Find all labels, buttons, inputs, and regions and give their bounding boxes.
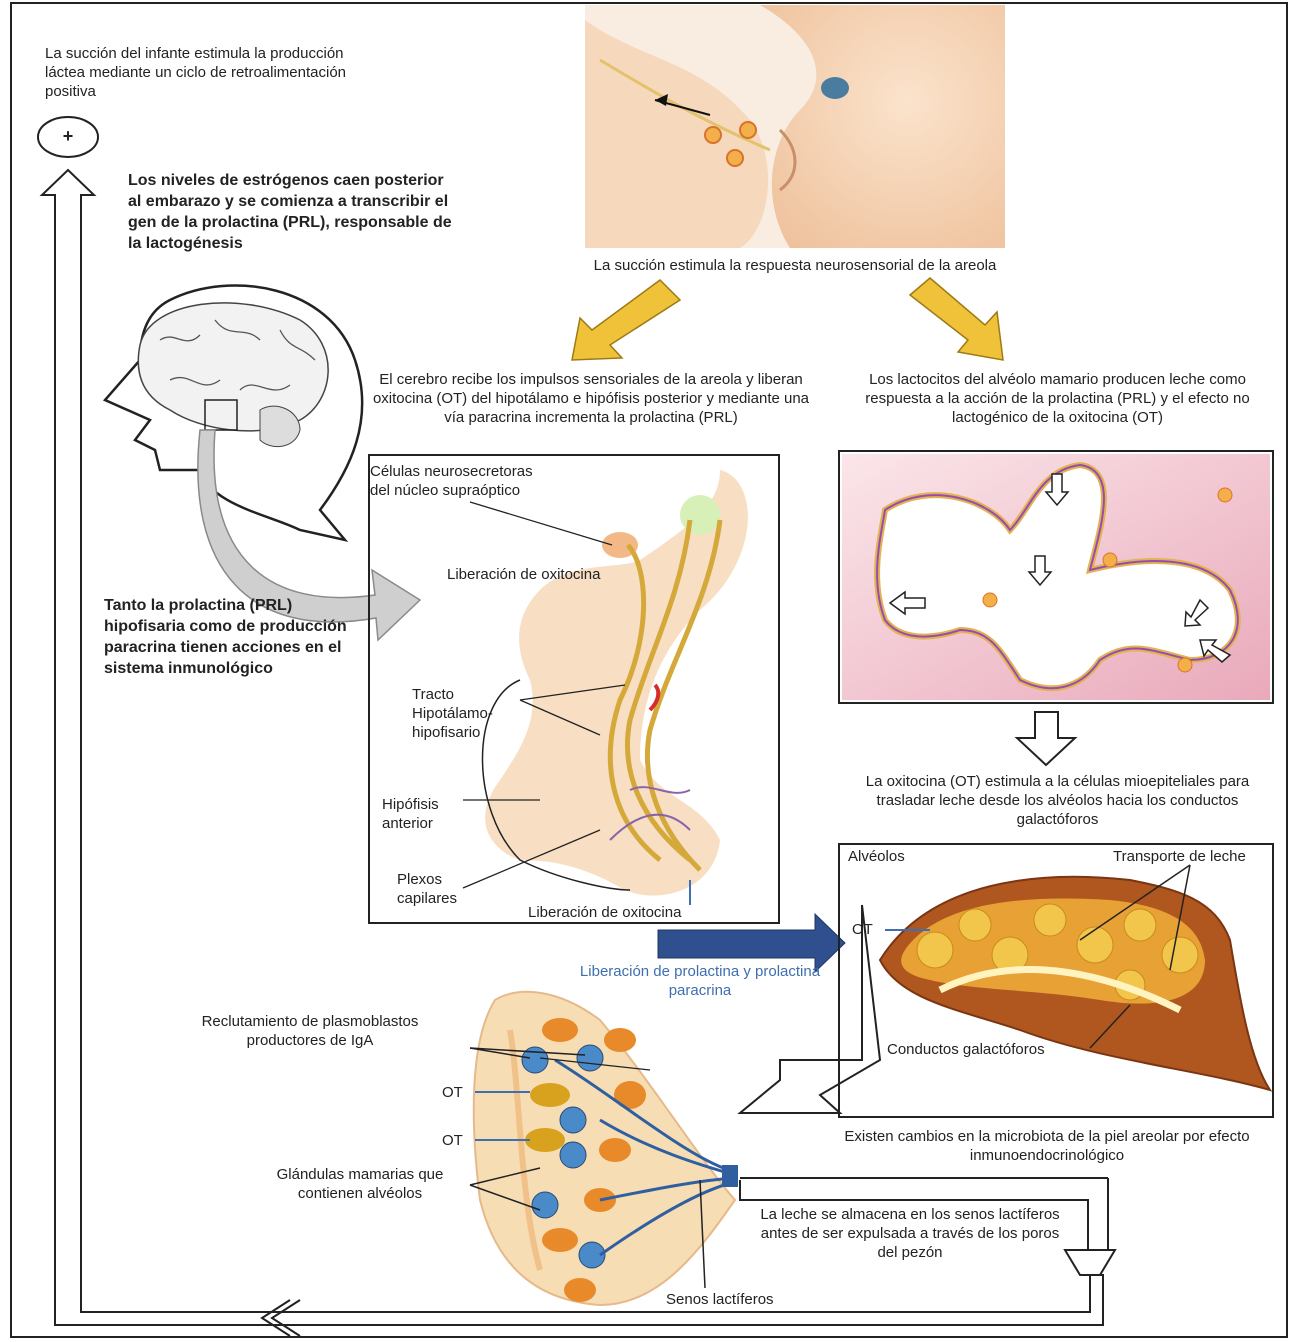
suction-caption: La succión estimula la respuesta neurose…: [505, 256, 1085, 275]
intro-text: La succión del infante estimula la produ…: [45, 44, 375, 101]
white-down-arrow: [1017, 712, 1075, 765]
alveoli-label: Alvéolos: [848, 847, 905, 866]
sinuses-label: Senos lactíferos: [666, 1290, 774, 1309]
storage-caption: La leche se almacena en los senos lactíf…: [750, 1205, 1070, 1262]
prolactin-release-label: Liberación de prolactina y prolactina pa…: [560, 962, 840, 1000]
head-brain-illustration: [105, 286, 362, 540]
ducts-label: Conductos galactóforos: [887, 1040, 1045, 1059]
plexus-label: Plexos capilares: [397, 870, 477, 908]
tract-label: Tracto Hipotálamo-hipofisario: [412, 685, 522, 742]
breast-ot-1: OT: [442, 1083, 463, 1102]
ot-caption: La oxitocina (OT) estimula a la células …: [845, 772, 1270, 829]
transport-label: Transporte de leche: [1113, 847, 1246, 866]
gland-ot-label: OT: [852, 920, 873, 939]
glands-label: Glándulas mamarias que contienen alvéolo…: [255, 1165, 465, 1203]
yellow-arrow-right: [910, 278, 1003, 360]
gland-panel: [838, 843, 1274, 1118]
oxytocin-release-bottom: Liberación de oxitocina: [528, 903, 681, 922]
immune-note: Tanto la prolactina (PRL) hipofisaria co…: [104, 595, 354, 679]
alveolus-panel: [838, 450, 1274, 704]
breast-ot-2: OT: [442, 1131, 463, 1150]
breast-illustration: [470, 992, 738, 1305]
anterior-label: Hipófisis anterior: [382, 795, 472, 833]
oxytocin-release-top: Liberación de oxitocina: [447, 565, 600, 584]
microbiota-caption: Existen cambios en la microbiota de la p…: [842, 1127, 1252, 1165]
plus-symbol: +: [58, 127, 78, 146]
nursing-illustration: [585, 5, 1005, 248]
neuro-cells-label: Células neurosecretoras del núcleo supra…: [370, 462, 540, 500]
estrogen-note: Los niveles de estrógenos caen posterior…: [128, 170, 453, 254]
yellow-arrow-left: [572, 280, 680, 360]
plasmoblasts-label: Reclutamiento de plasmoblastos productor…: [160, 1012, 460, 1050]
brain-caption: El cerebro recibe los impulsos sensorial…: [372, 370, 810, 427]
lactocytes-caption: Los lactocitos del alvéolo mamario produ…: [845, 370, 1270, 427]
